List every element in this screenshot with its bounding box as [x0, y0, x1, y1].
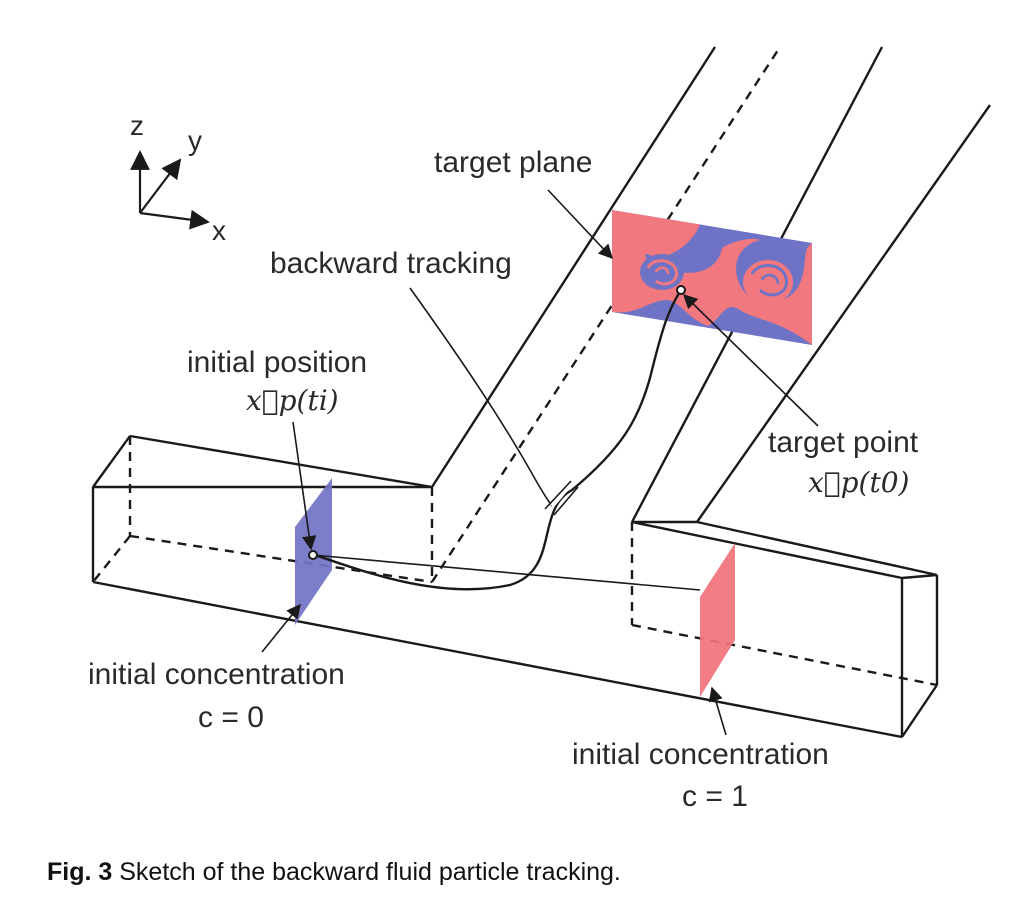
caption-text: Sketch of the backward fluid particle tr… [112, 858, 621, 886]
concentration-c1-label: c = 1 [682, 780, 748, 813]
initial-concentration-left-label: initial concentration [88, 658, 345, 691]
target-point-math: x⃗p(t0) [808, 466, 909, 499]
z-axis-label: z [130, 110, 144, 141]
initial-position-marker [308, 550, 318, 560]
leader-lines [261, 189, 819, 736]
target-point-marker [676, 285, 686, 295]
main-channel [91, 434, 939, 739]
concentration-c0-label: c = 0 [198, 701, 264, 734]
figure-number: Fig. 3 [47, 858, 113, 886]
target-point-label: target point [768, 426, 919, 459]
particle-trajectories [312, 289, 701, 591]
y-axis-label: y [188, 125, 202, 156]
initial-plane-c1 [700, 543, 735, 697]
backward-tracking-path [314, 289, 683, 591]
figure-caption: Fig. 3 Sketch of the backward fluid part… [47, 858, 621, 887]
coordinate-axes [130, 150, 210, 230]
x-axis-label: x [212, 215, 226, 246]
initial-position-math: x⃗p(ti) [246, 384, 339, 417]
target-plane-label: target plane [434, 146, 592, 179]
target-plane [612, 210, 812, 345]
initial-position-label: initial position [187, 346, 367, 379]
initial-concentration-right-label: initial concentration [572, 738, 829, 771]
backward-tracking-label: backward tracking [270, 247, 512, 280]
